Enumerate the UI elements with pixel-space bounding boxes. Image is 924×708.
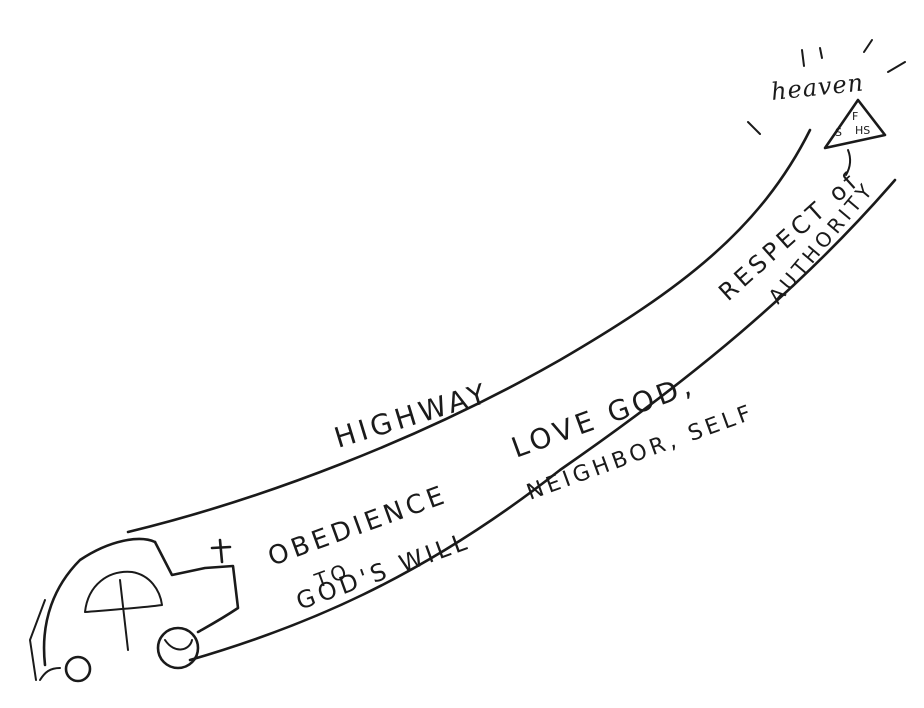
triangle-icon (823, 98, 887, 176)
sun-rays-icon (747, 39, 906, 135)
heaven-label: heaven (770, 68, 866, 106)
highway-label: HIGHWAY (330, 376, 493, 454)
triangle-label-left: S (835, 126, 842, 139)
triangle-label-right: HS (855, 124, 870, 137)
road-upper-edge (126, 128, 812, 534)
triangle-label-top: F (852, 110, 858, 123)
cross-icon (210, 538, 232, 564)
road-lower-edge (188, 178, 897, 662)
car-icon (29, 537, 240, 683)
